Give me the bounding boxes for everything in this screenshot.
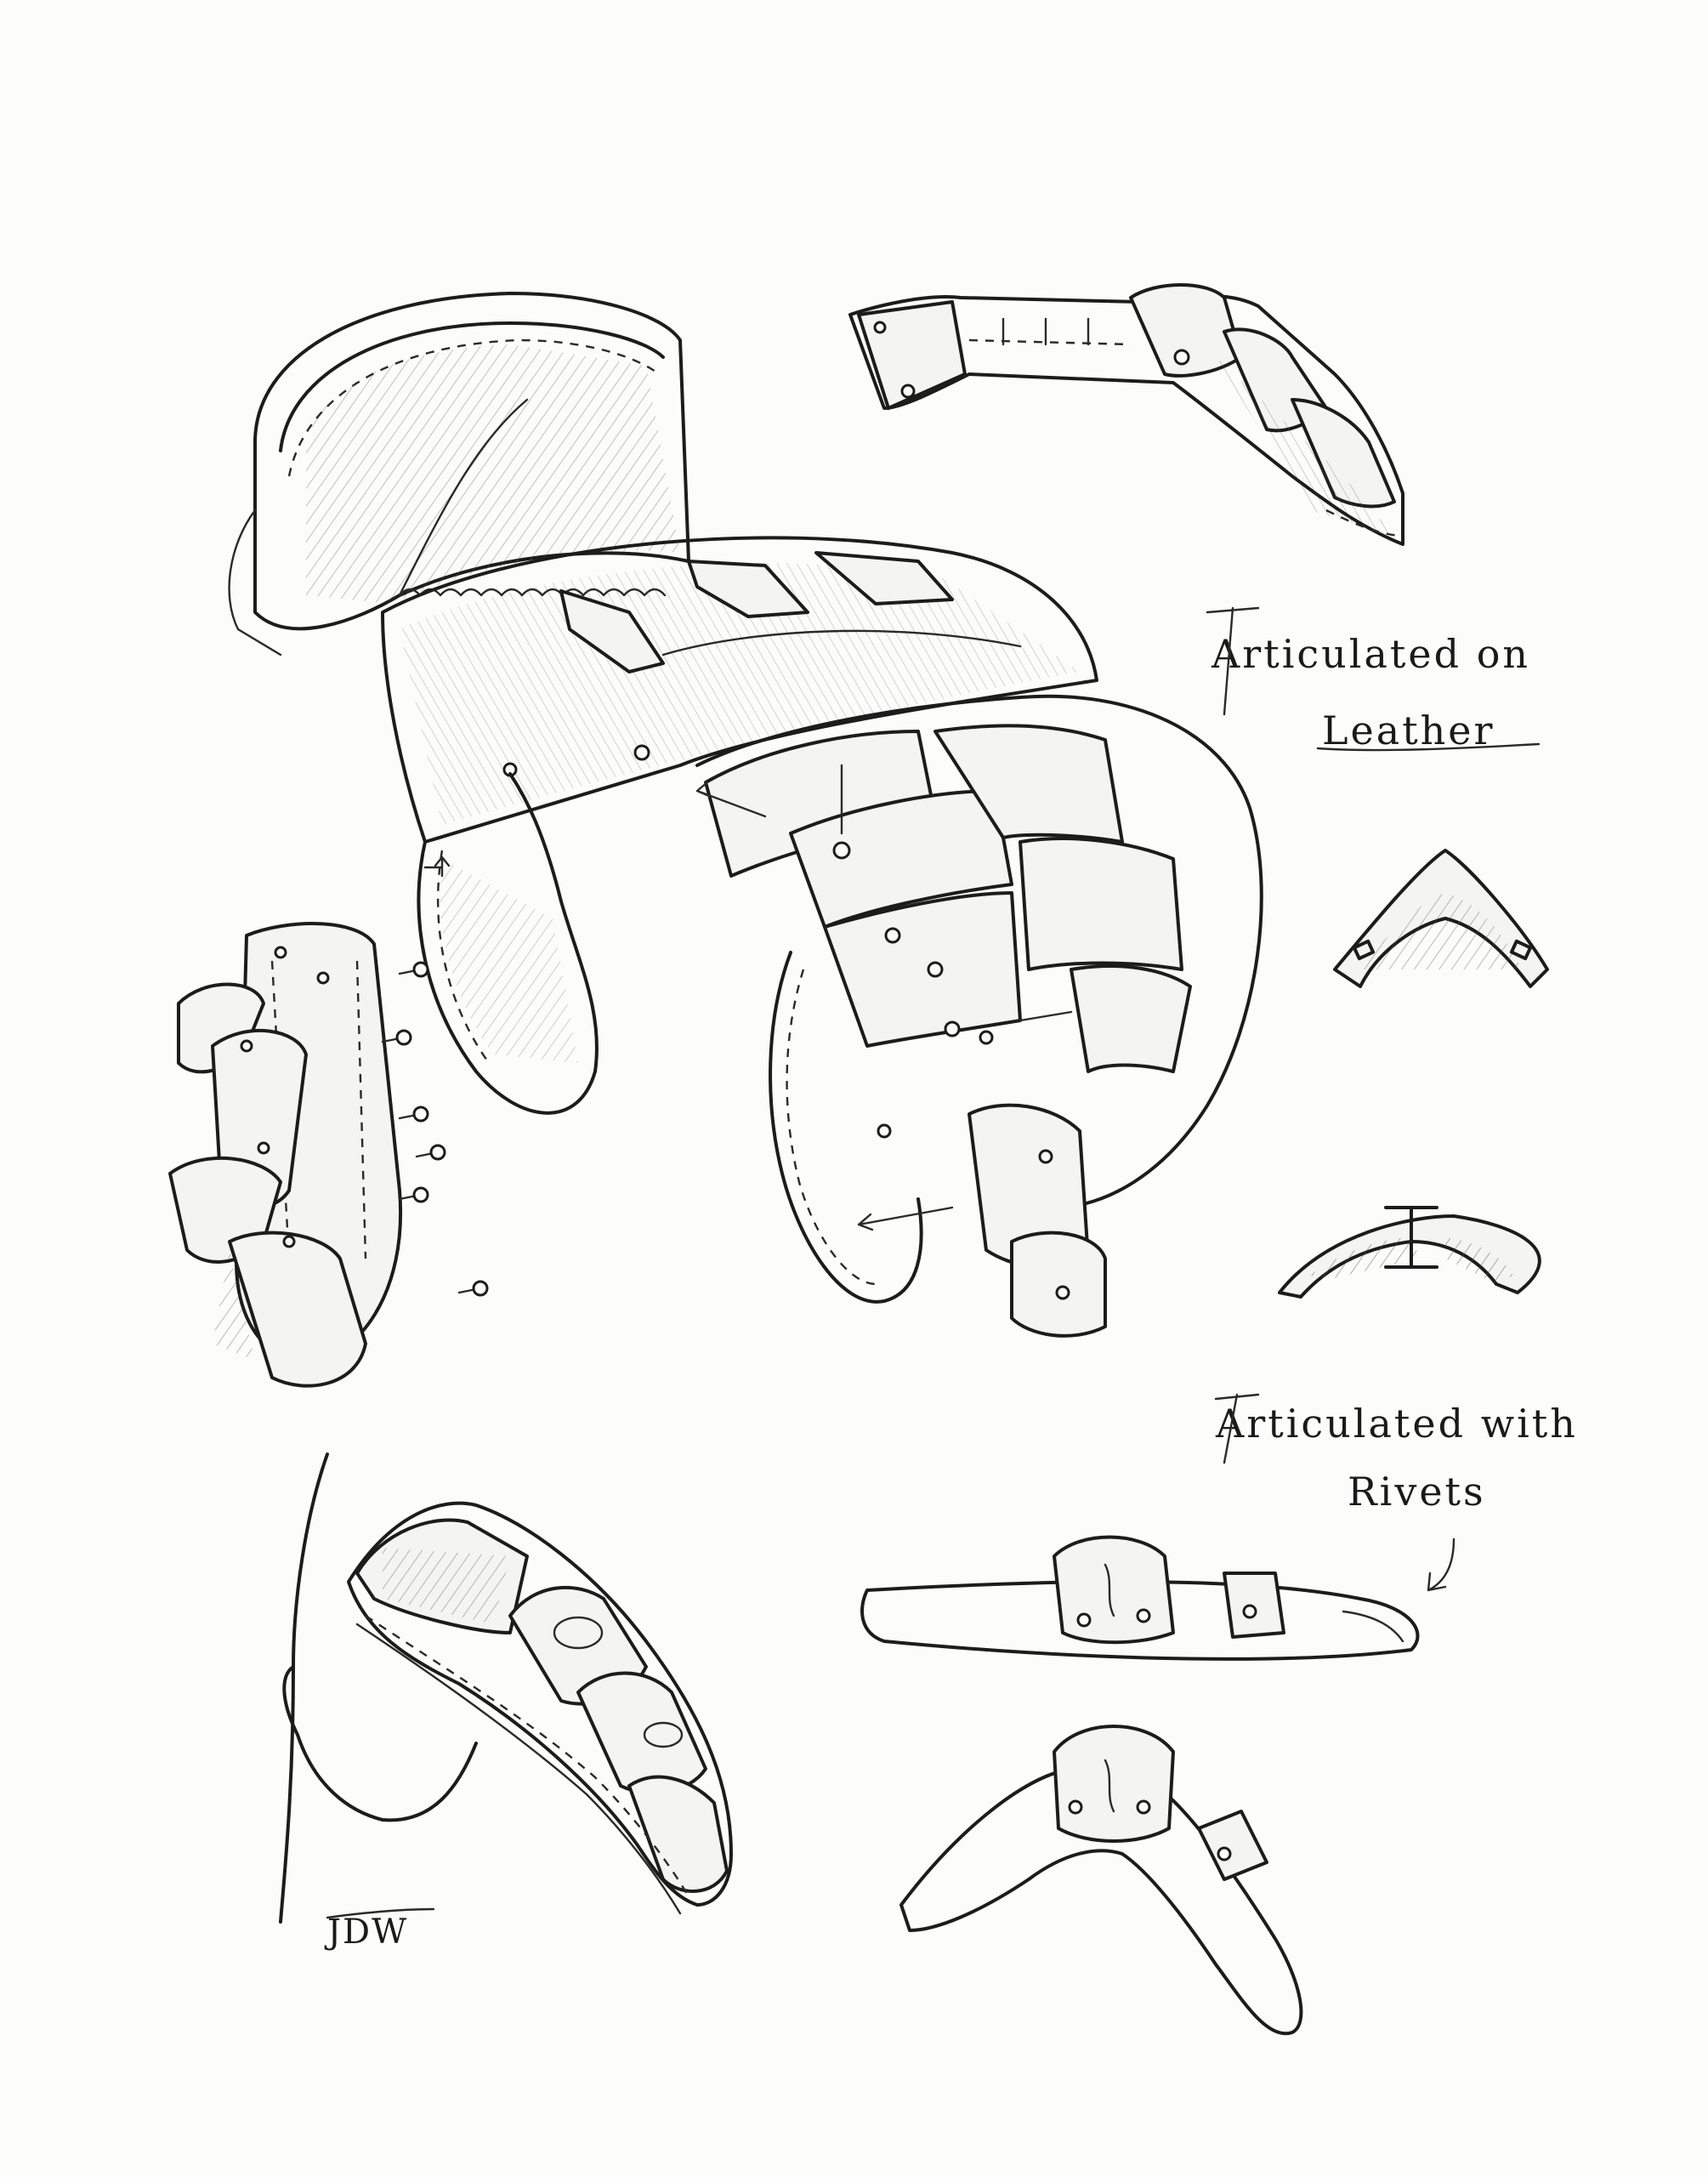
exploded-finger-left — [168, 922, 489, 1388]
riveted-finger-straight — [860, 1535, 1420, 1661]
annotation-articulated-with-rivets: Articulated with Rivets — [1214, 1393, 1578, 1592]
annotation-leather-line1: Articulated on — [1211, 631, 1530, 677]
artist-signature: JDW — [324, 1907, 435, 1952]
cross-section-middle — [1278, 1206, 1541, 1299]
signature-text: JDW — [324, 1913, 408, 1952]
loose-rivets — [381, 961, 489, 1297]
riveted-finger-bent — [899, 1725, 1303, 2036]
annotation-rivets-line1: Articulated with — [1215, 1401, 1578, 1447]
annotation-rivets-line2: Rivets — [1348, 1469, 1486, 1515]
annotation-articulated-on-leather: Articulated on Leather — [1206, 606, 1541, 753]
leather-strip-detail — [848, 283, 1404, 546]
finger-on-leather-detail — [279, 1452, 733, 1924]
gauntlet-thumb — [417, 772, 599, 1115]
annotation-leather-line2: Leather — [1322, 708, 1495, 753]
main-gauntlet-drawing — [168, 292, 1263, 1388]
gauntlet-fingers — [695, 694, 1263, 1338]
gauntlet-cuff — [228, 292, 690, 657]
cross-section-top — [1333, 849, 1549, 988]
